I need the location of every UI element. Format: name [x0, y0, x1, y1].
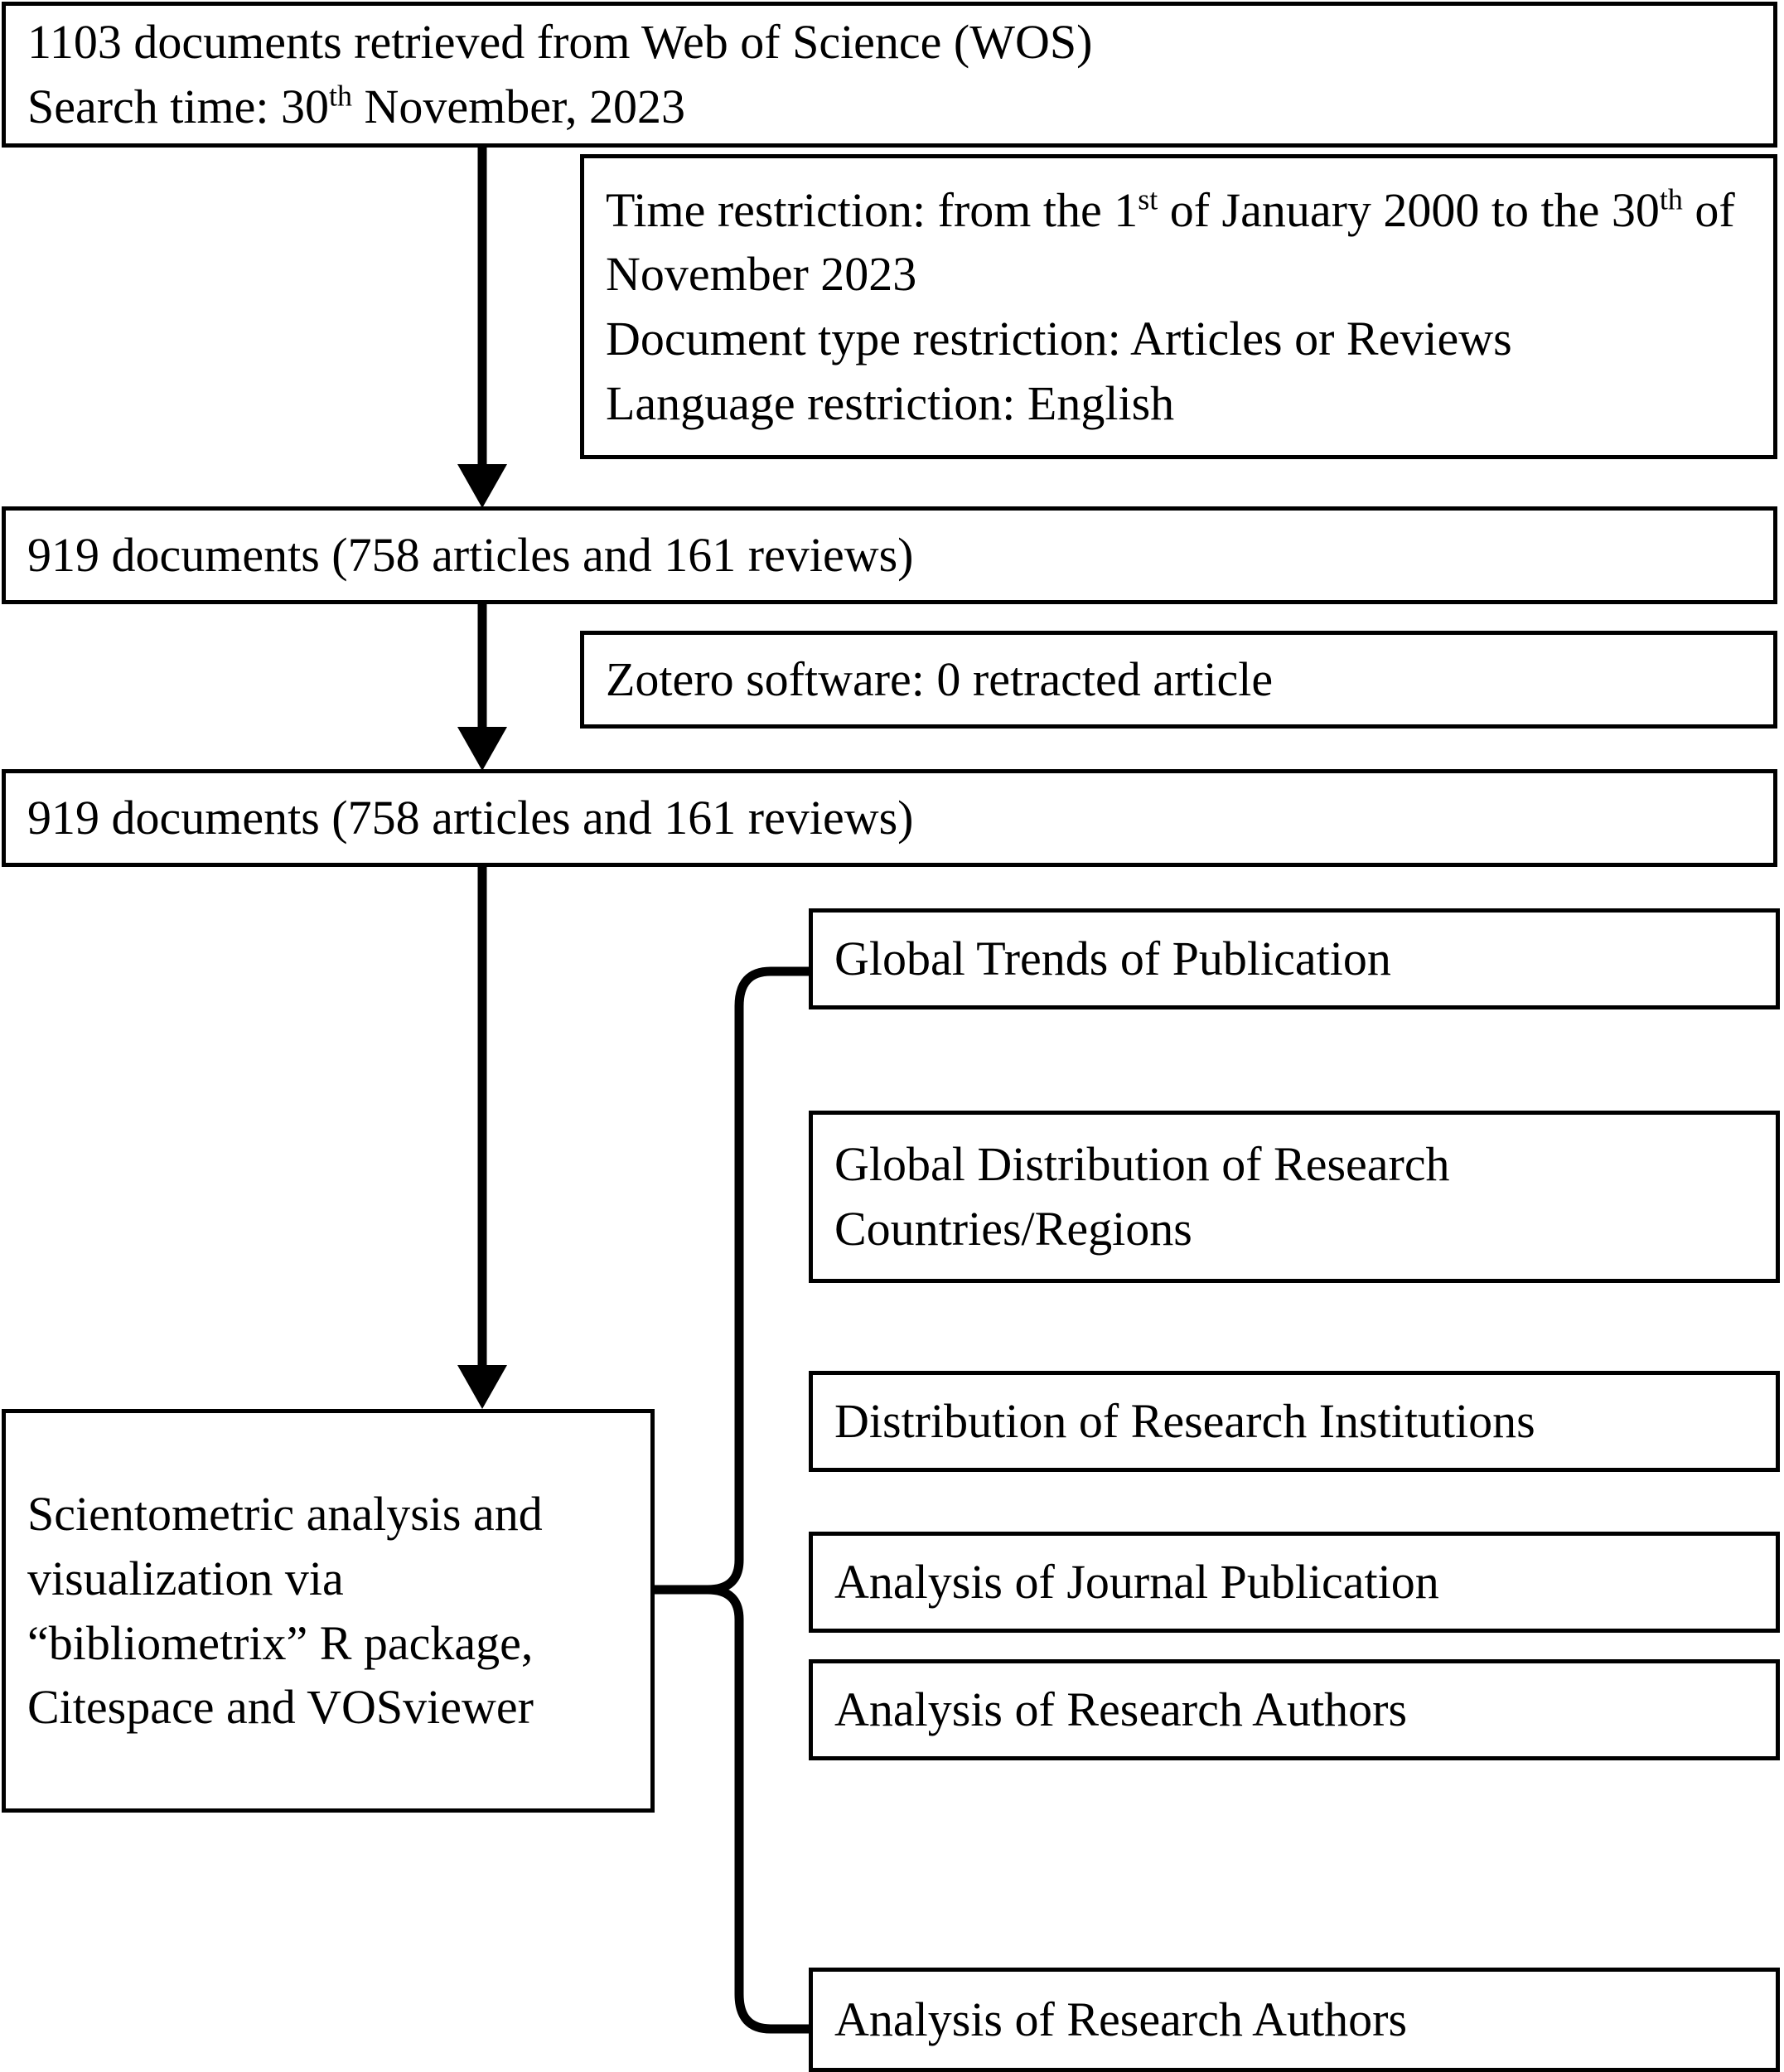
node-analysis-method: Scientometric analysis and visualization… — [2, 1409, 655, 1813]
documents-retrieved-text: 1103 documents retrieved from Web of Sci… — [27, 15, 1093, 133]
arrow-documents1-to-documents2 — [457, 604, 507, 771]
branch-label: Global Distribution of Research Countrie… — [834, 1137, 1450, 1256]
branch-label: Analysis of Journal Publication — [834, 1555, 1439, 1610]
analysis-method-text: Scientometric analysis and visualization… — [27, 1487, 543, 1735]
documents-after-restrictions-text: 919 documents (758 articles and 161 revi… — [27, 528, 914, 583]
branch-label: Analysis of Research Authors — [834, 1682, 1408, 1737]
documents-included-text: 919 documents (758 articles and 161 revi… — [27, 791, 914, 845]
node-branch-analysis-of-research-authors-2: Analysis of Research Authors — [809, 1968, 1780, 2072]
ordinal-suffix-st: st — [1138, 182, 1158, 216]
arrow-retrieved-to-documents1 — [457, 148, 507, 508]
node-branch-global-distribution-of-research-countries-regions: Global Distribution of Research Countrie… — [809, 1111, 1780, 1283]
node-zotero-check: Zotero software: 0 retracted article — [580, 631, 1777, 729]
ordinal-suffix-th: th — [329, 79, 352, 113]
node-branch-analysis-of-research-authors-1: Analysis of Research Authors — [809, 1659, 1780, 1760]
node-branch-global-trends-of-publication: Global Trends of Publication — [809, 908, 1780, 1009]
node-documents-after-restrictions: 919 documents (758 articles and 161 revi… — [2, 506, 1777, 604]
arrow-documents2-to-method — [457, 867, 507, 1409]
zotero-check-text: Zotero software: 0 retracted article — [606, 652, 1274, 707]
branch-label: Global Trends of Publication — [834, 932, 1391, 986]
ordinal-suffix-th: th — [1659, 182, 1683, 216]
branch-label: Distribution of Research Institutions — [834, 1394, 1535, 1449]
node-branch-distribution-of-research-institutions: Distribution of Research Institutions — [809, 1371, 1780, 1472]
node-documents-retrieved: 1103 documents retrieved from Web of Sci… — [2, 2, 1777, 148]
node-documents-included: 919 documents (758 articles and 161 revi… — [2, 769, 1777, 867]
node-search-restrictions: Time restriction: from the 1st of Januar… — [580, 154, 1777, 459]
search-restrictions-text: Time restriction: from the 1st of Januar… — [606, 182, 1735, 430]
curly-brace-connector — [650, 966, 814, 2034]
branch-label: Analysis of Research Authors — [834, 1992, 1408, 2047]
node-branch-analysis-of-journal-publication: Analysis of Journal Publication — [809, 1532, 1780, 1633]
